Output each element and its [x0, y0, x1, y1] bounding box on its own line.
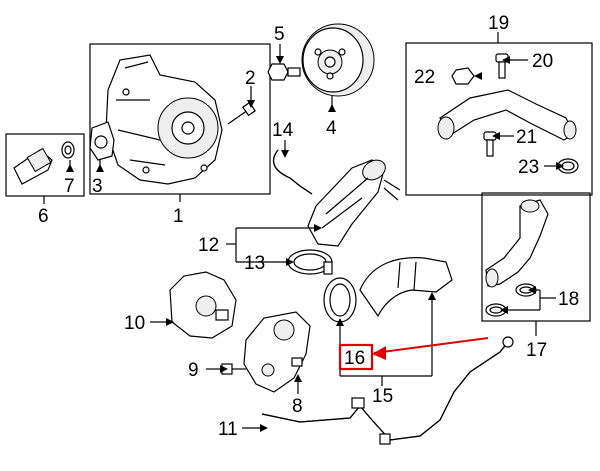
gasket-part-3 — [89, 121, 115, 161]
bolt-part-21 — [483, 131, 497, 157]
callout-10: 10 — [124, 313, 145, 334]
callout-17: 17 — [526, 340, 547, 361]
callout-22: 22 — [414, 67, 435, 88]
bolt-part-2 — [227, 101, 256, 125]
clamp-part-13 — [287, 249, 333, 275]
housing-part-8 — [243, 311, 311, 393]
bracket-part-10 — [169, 271, 237, 339]
callout-20: 20 — [532, 51, 553, 72]
callout-13: 13 — [244, 253, 265, 274]
callout-16: 16 — [344, 348, 365, 369]
pipe-part-17 — [485, 199, 549, 288]
hose-part-15 — [359, 257, 453, 318]
callout-numbers: 1 2 3 4 5 6 7 8 9 10 11 12 13 14 15 16 1… — [38, 13, 579, 440]
o-ring-part-7 — [61, 141, 75, 159]
callout-11: 11 — [218, 419, 238, 440]
outlet-pipe-part — [437, 89, 577, 141]
callout-19: 19 — [488, 13, 509, 34]
highlight-16 — [338, 337, 489, 371]
callout-7: 7 — [64, 176, 75, 197]
callout-8: 8 — [292, 396, 303, 417]
highlight-box — [338, 343, 374, 371]
water-pump-part — [105, 54, 223, 185]
o-ring-part-18 — [485, 283, 537, 317]
callout-23: 23 — [518, 157, 539, 178]
callout-4: 4 — [326, 118, 337, 139]
bolt-part-5 — [267, 63, 301, 81]
callout-21: 21 — [516, 127, 537, 148]
callout-3: 3 — [92, 176, 103, 197]
callout-2: 2 — [245, 68, 256, 89]
nut-part-22 — [451, 67, 475, 85]
callout-14: 14 — [272, 120, 294, 141]
callout-12: 12 — [198, 235, 219, 256]
hose-part-14 — [272, 149, 313, 195]
callout-15: 15 — [372, 386, 393, 407]
highlight-arrow-line — [373, 337, 489, 354]
callout-6: 6 — [38, 206, 49, 227]
pulley-part-4 — [301, 23, 375, 97]
callout-5: 5 — [274, 24, 285, 45]
outlet-group-box — [405, 42, 593, 196]
clamp-part-16 — [323, 277, 357, 323]
callout-9: 9 — [188, 360, 199, 381]
callout-18: 18 — [558, 289, 579, 310]
sensor-part-6 — [13, 147, 53, 185]
callout-1: 1 — [173, 206, 184, 227]
highlight-arrowhead — [372, 346, 386, 360]
bolt-part-20 — [495, 53, 509, 79]
sensor-group-box — [5, 133, 85, 197]
hose-part-11 — [261, 336, 514, 445]
leader-arrowheads — [66, 56, 564, 432]
housing-part-12 — [307, 159, 401, 247]
